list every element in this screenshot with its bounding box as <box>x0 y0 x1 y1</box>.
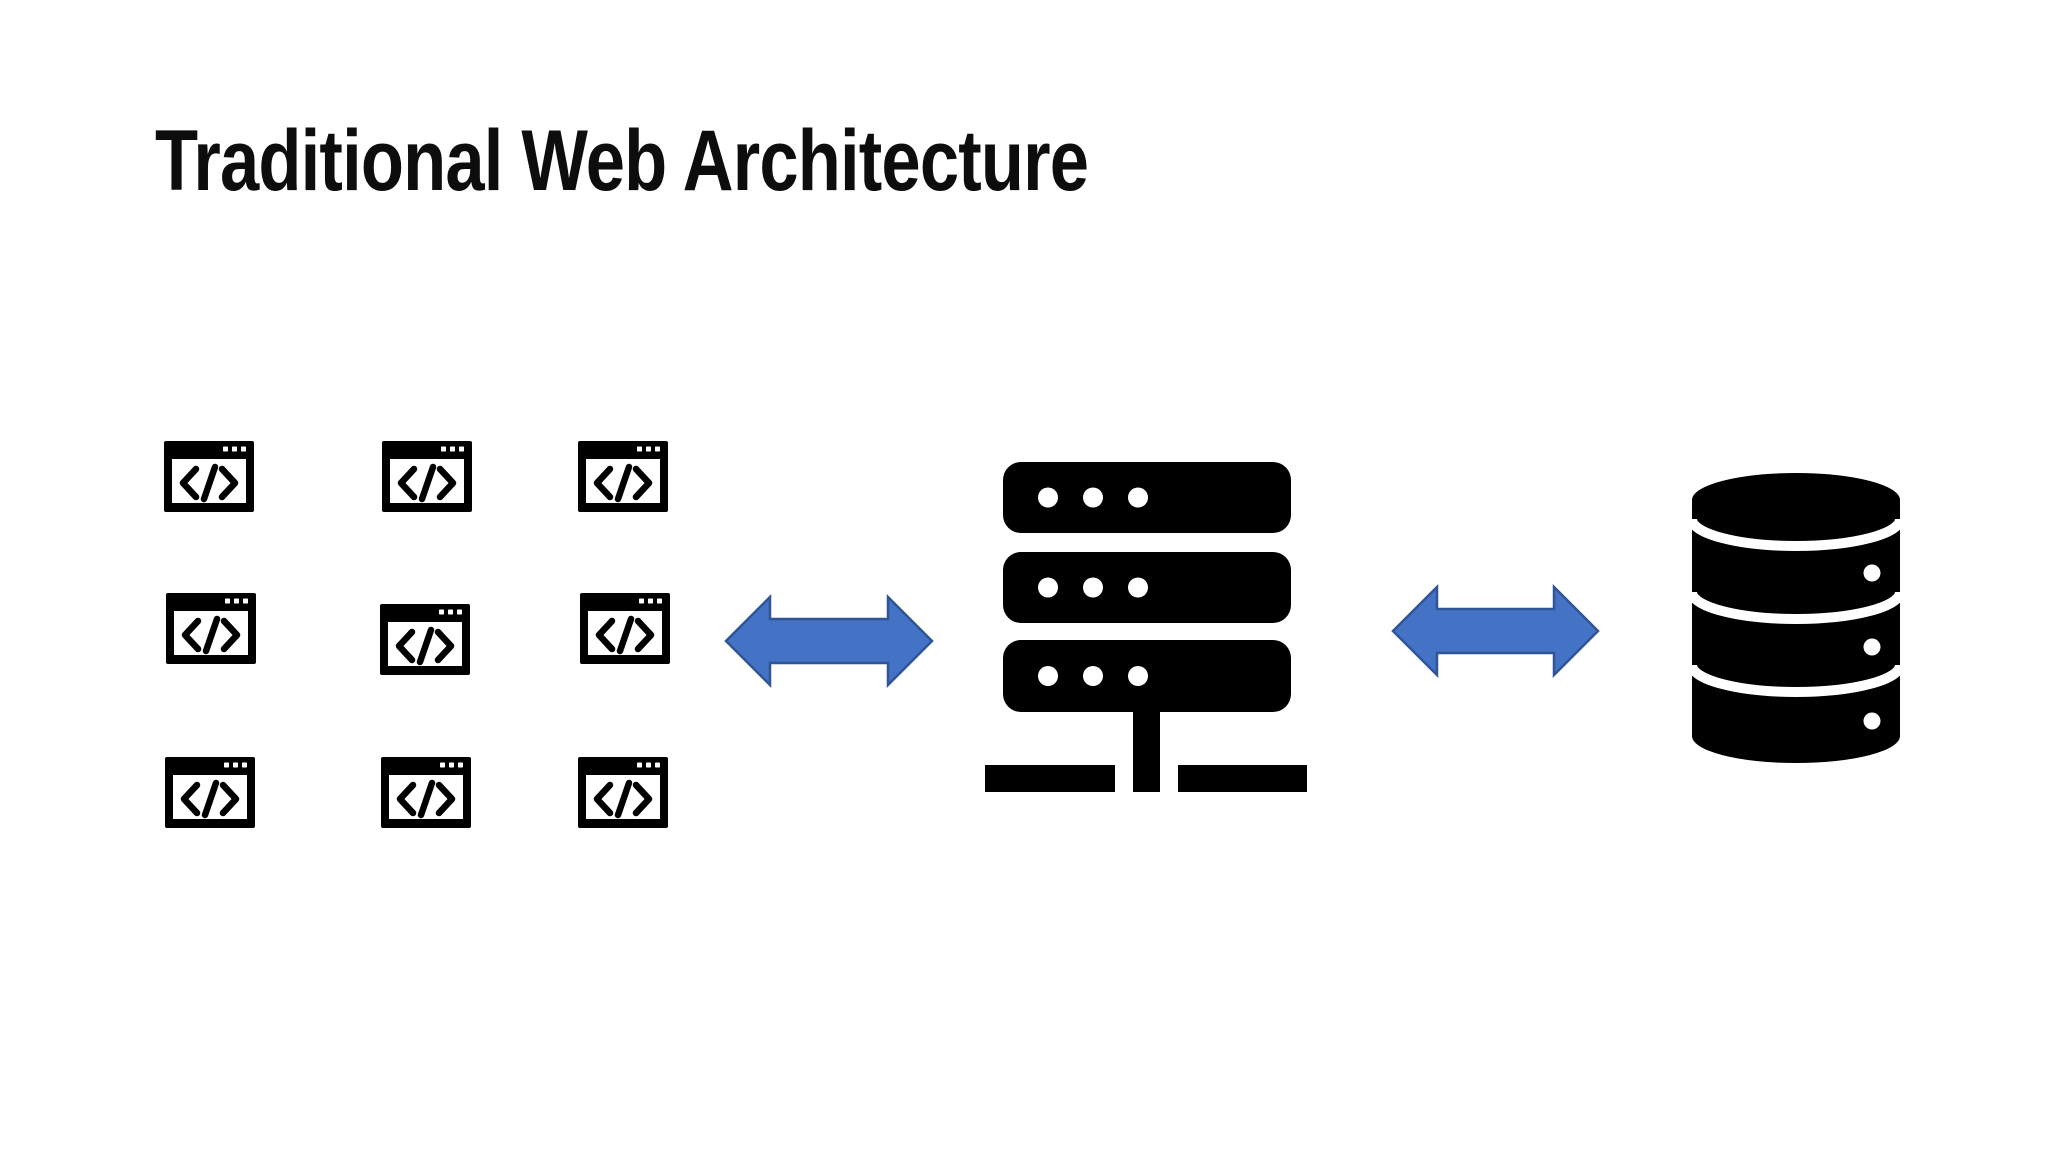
code-browser-window-icon <box>580 593 670 664</box>
bidirectional-arrow-icon <box>724 593 934 689</box>
code-browser-window-icon <box>382 441 472 512</box>
clients-server-arrow <box>724 593 934 689</box>
code-browser-window-icon <box>166 593 256 664</box>
slide-title: Traditional Web Architecture <box>155 113 1089 209</box>
server-database-arrow <box>1391 583 1600 679</box>
code-browser-window-icon <box>164 441 254 512</box>
code-browser-window-icon <box>578 441 668 512</box>
server-rack-icon <box>985 462 1307 792</box>
code-browser-window-icon <box>380 604 470 675</box>
code-browser-window-icon <box>578 757 668 828</box>
code-browser-window-icon <box>381 757 471 828</box>
bidirectional-arrow-icon <box>1391 583 1600 679</box>
database-cylinder-icon <box>1692 473 1900 763</box>
code-browser-window-icon <box>165 757 255 828</box>
